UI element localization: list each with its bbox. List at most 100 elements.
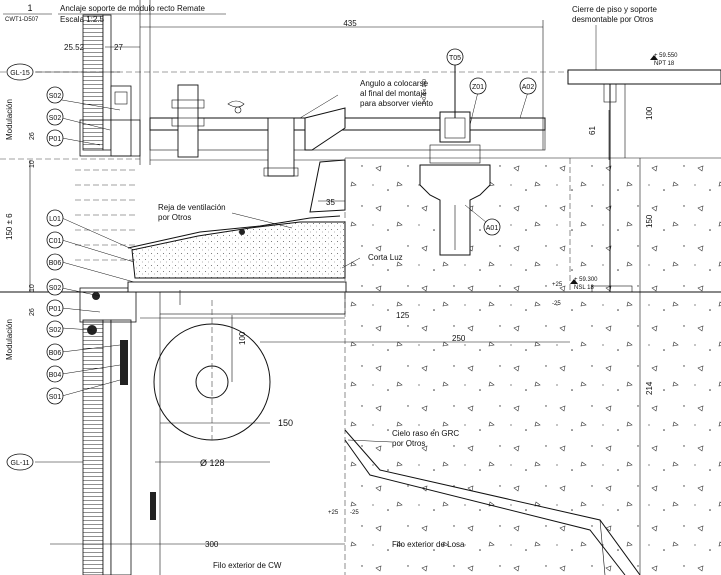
svg-text:Cierre de piso y soporte: Cierre de piso y soporte	[572, 5, 657, 14]
svg-text:por Otros: por Otros	[158, 213, 191, 222]
svg-text:desmontable por Otros: desmontable por Otros	[572, 15, 653, 24]
svg-text:S02: S02	[49, 93, 62, 100]
tag-c01: C01	[46, 231, 64, 249]
tag-p01a: P01	[46, 129, 64, 147]
detail-number: 1	[27, 3, 32, 13]
detail-code: CWT1-D507	[5, 17, 39, 23]
anchor-channel	[419, 20, 544, 256]
dim-150-horizontal: 150	[278, 418, 293, 428]
tag-gl11: GL-11	[6, 453, 34, 471]
svg-text:Angulo a colocarse: Angulo a colocarse	[360, 79, 429, 88]
tag-s02a: S02	[46, 86, 64, 104]
tag-s01: S01	[46, 387, 64, 405]
module-label-top: Modulación	[5, 99, 14, 140]
tag-a02: A02	[519, 77, 537, 95]
note-reja: Reja de ventilación por Otros	[158, 203, 226, 222]
note-cielo: Cielo raso en GRC por Otros	[392, 429, 459, 448]
note-cortaluz: Corta Luz	[368, 253, 403, 262]
module-label-bottom: Modulación	[5, 319, 14, 360]
tag-b06a: B06	[46, 253, 64, 271]
sheet-dim: t=0.6 x 150	[422, 79, 428, 104]
tol-plus-25-a: +25	[552, 282, 563, 288]
dim-diameter-128: Ø 128	[200, 458, 225, 468]
dim-100-roller: 100	[238, 331, 247, 345]
level-mark-top: + 59.550 NPT 18	[650, 53, 678, 67]
svg-text:Cielo raso en GRC: Cielo raso en GRC	[392, 429, 459, 438]
roller-blind	[153, 300, 641, 575]
level-bottom-value: + 59.300	[574, 277, 598, 283]
leader-lines	[35, 25, 597, 463]
note-angulo: Angulo a colocarse al final del montaje …	[360, 79, 433, 108]
tag-p01b: P01	[46, 299, 64, 317]
svg-text:T05: T05	[449, 55, 461, 62]
svg-text:por Otros: por Otros	[392, 439, 425, 448]
dimension-labels: 435 25.52 27 61 100 150 35 125 250 100 2…	[5, 19, 654, 549]
svg-text:B06: B06	[49, 350, 62, 357]
vent-grille	[127, 215, 347, 315]
svg-text:S02: S02	[49, 115, 62, 122]
tag-a01: A01	[483, 218, 501, 236]
tol-minus-25-b: -25	[350, 510, 359, 516]
dim-300: 300	[205, 540, 219, 549]
svg-text:al final del montaje: al final del montaje	[360, 89, 427, 98]
dim-435: 435	[343, 19, 357, 28]
level-top-label: NPT 18	[654, 61, 675, 67]
svg-text:L01: L01	[49, 216, 61, 223]
level-top-value: + 59.550	[654, 53, 678, 59]
title-block: 1 CWT1-D507 Anclaje soporte de módulo re…	[3, 3, 226, 24]
tag-b06b: B06	[46, 343, 64, 361]
dim-150-pm-6: 150 ± 6	[5, 213, 14, 240]
module-dash-lines	[75, 169, 136, 261]
level-bottom-label: NSL 18	[574, 285, 594, 291]
dim-61: 61	[588, 126, 597, 135]
svg-text:S02: S02	[49, 285, 62, 292]
tag-s02c: S02	[46, 278, 64, 296]
tol-minus-25-a: -25	[552, 301, 561, 307]
note-cierre: Cierre de piso y soporte desmontable por…	[572, 5, 657, 24]
detail-scale: Escala 1:2.5	[60, 15, 105, 24]
svg-text:S02: S02	[49, 327, 62, 334]
svg-text:C01: C01	[49, 238, 62, 245]
svg-text:B06: B06	[49, 260, 62, 267]
svg-text:B04: B04	[49, 372, 62, 379]
tag-t05: T05	[446, 48, 464, 66]
tag-l01: L01	[46, 209, 64, 227]
dim-10-bottom: 10	[29, 284, 36, 292]
tag-s02d: S02	[46, 320, 64, 338]
tag-s02b: S02	[46, 108, 64, 126]
svg-text:A01: A01	[486, 225, 499, 232]
note-filo-cw: Filo exterior de CW	[213, 561, 282, 570]
svg-text:P01: P01	[49, 306, 62, 313]
floor-closure	[567, 69, 721, 293]
concrete-slab	[344, 157, 721, 575]
svg-text:A02: A02	[522, 84, 535, 91]
svg-text:Z01: Z01	[472, 84, 484, 91]
svg-text:P01: P01	[49, 136, 62, 143]
dim-214: 214	[645, 381, 654, 395]
dim-150-vertical: 150	[645, 214, 654, 228]
note-filo-losa: Filo exterior de Losa	[392, 540, 465, 549]
detail-title: Anclaje soporte de módulo recto Remate	[60, 4, 206, 13]
dimension-lines	[29, 26, 641, 575]
dim-10-top: 10	[29, 160, 36, 168]
curtain-wall-profile	[79, 0, 156, 575]
svg-text:S01: S01	[49, 394, 62, 401]
tag-gl15: GL-15	[6, 63, 34, 81]
tag-b04: B04	[46, 365, 64, 383]
tol-plus-25-b: +25	[328, 510, 339, 516]
dim-125: 125	[396, 311, 410, 320]
svg-text:para absorver viento: para absorver viento	[360, 99, 433, 108]
svg-text:GL-15: GL-15	[10, 70, 30, 77]
dim-250: 250	[452, 334, 466, 343]
dim-26-bottom: 26	[29, 308, 36, 316]
dim-100-top: 100	[645, 106, 654, 120]
dim-27: 27	[114, 43, 123, 52]
dim-26-top: 26	[29, 132, 36, 140]
svg-text:Reja de ventilación: Reja de ventilación	[158, 203, 226, 212]
level-mark-bottom: + 59.300 NSL 18	[570, 277, 598, 291]
dim-35: 35	[326, 198, 335, 207]
dim-25-52: 25.52	[64, 43, 85, 52]
svg-text:GL-11: GL-11	[11, 460, 30, 467]
